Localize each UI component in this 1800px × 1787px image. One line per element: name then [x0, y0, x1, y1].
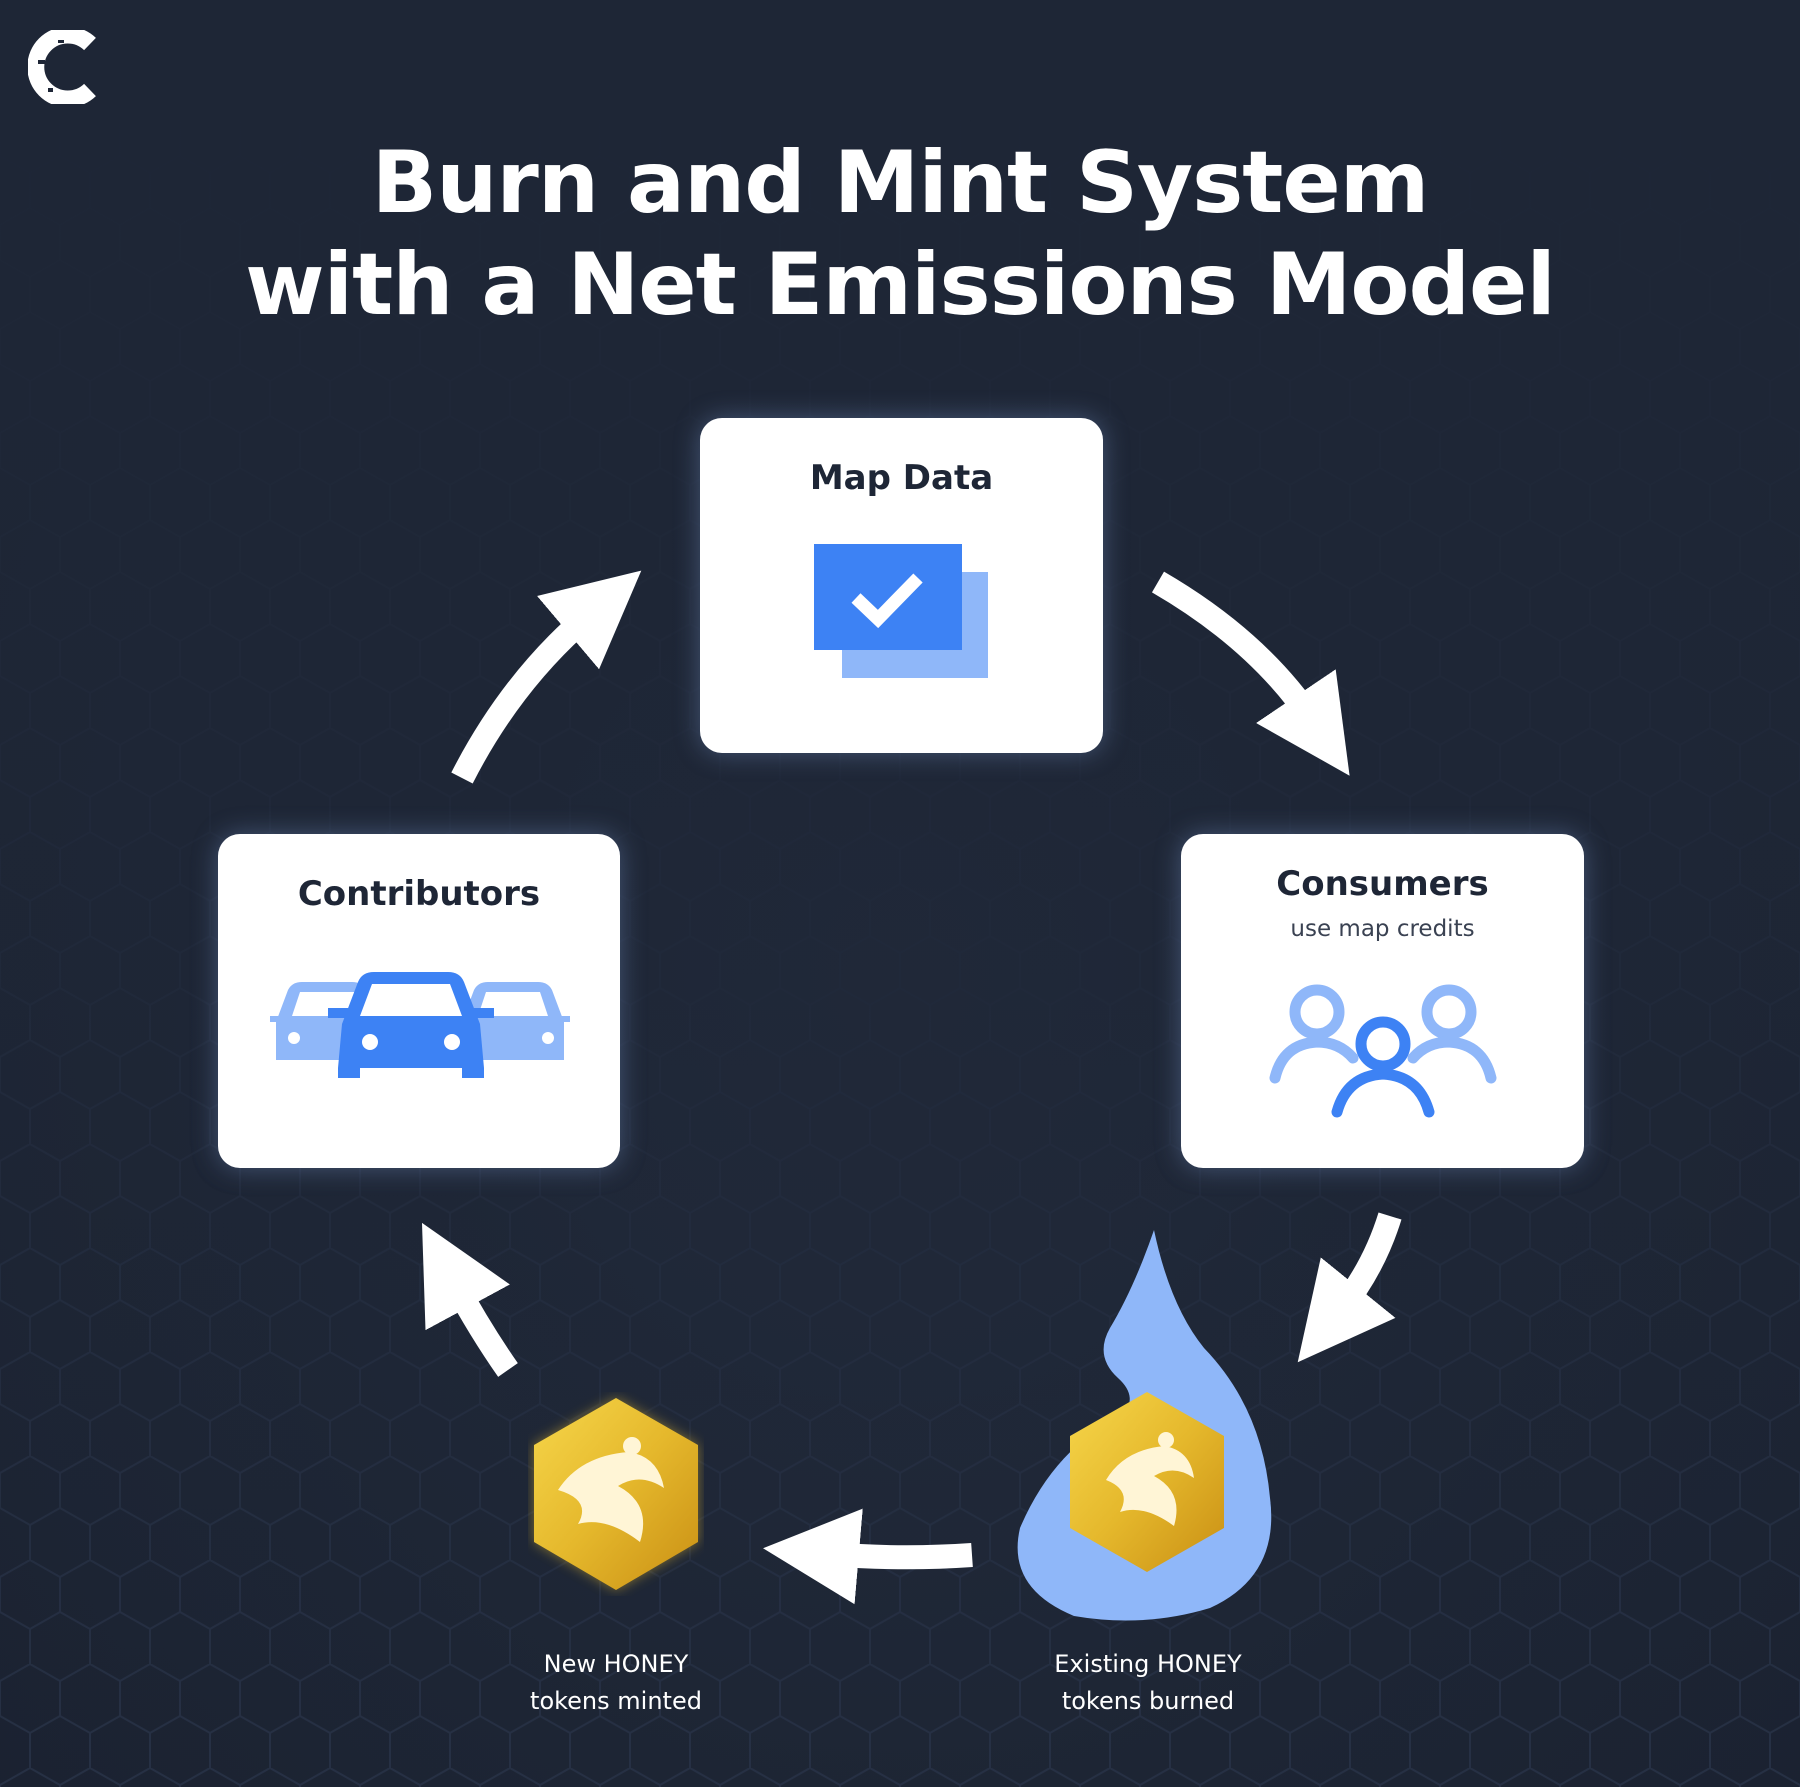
arrow-contributors-to-map-data — [451, 570, 642, 784]
honey-token-flame-icon — [1017, 1230, 1272, 1621]
consumers-card: Consumers use map credits — [1181, 834, 1584, 1168]
arrow-burn-to-mint — [763, 1508, 973, 1605]
honey-token-icon — [534, 1398, 698, 1590]
burned-label-line-1: Existing HONEY — [1054, 1650, 1242, 1678]
contributors-label: Contributors — [297, 874, 541, 914]
arrow-mint-to-contributors — [421, 1222, 518, 1377]
map-data-label: Map Data — [809, 458, 994, 498]
page-title: Burn and Mint System with a Net Emission… — [0, 132, 1800, 336]
arrow-consumers-to-burn — [1297, 1212, 1402, 1363]
burned-label: Existing HONEY tokens burned — [988, 1646, 1308, 1720]
consumers-sublabel: use map credits — [1290, 916, 1475, 942]
brand-logo-icon — [28, 30, 96, 104]
title-line-2: with a Net Emissions Model — [245, 235, 1556, 335]
title-line-1: Burn and Mint System — [371, 133, 1430, 233]
checkbox-stack-icon — [814, 544, 988, 678]
minted-label: New HONEY tokens minted — [456, 1646, 776, 1720]
users-group-icon — [1269, 984, 1497, 1118]
burned-label-line-2: tokens burned — [1061, 1687, 1235, 1715]
minted-label-line-2: tokens minted — [530, 1687, 702, 1715]
contributors-card: Contributors — [218, 834, 620, 1168]
arrow-map-data-to-consumers — [1151, 571, 1350, 776]
consumers-label: Consumers — [1276, 864, 1489, 904]
minted-label-line-1: New HONEY — [543, 1650, 689, 1678]
cars-icon — [270, 972, 570, 1078]
map-data-card: Map Data — [700, 418, 1103, 753]
